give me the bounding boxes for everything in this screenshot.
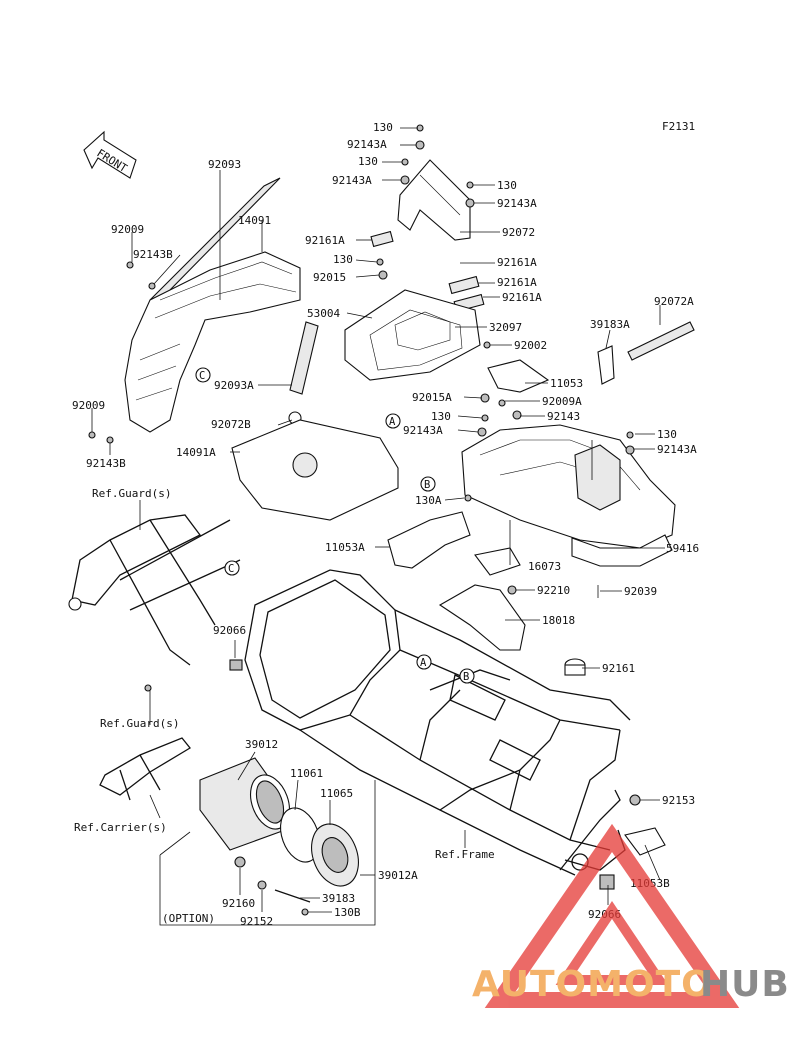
part-label: 39183 <box>322 892 355 905</box>
svg-text:C: C <box>228 563 234 575</box>
part-label: 92072A <box>654 295 694 308</box>
part-label: 92161A <box>497 276 537 289</box>
part-label: 14091A <box>176 446 216 459</box>
part-label: 18018 <box>542 614 575 627</box>
part-label: 92143A <box>497 197 537 210</box>
part-label: 11053A <box>325 541 365 554</box>
part-label: 92002 <box>514 339 547 352</box>
part-label: 92143A <box>657 443 697 456</box>
svg-text:B: B <box>424 479 430 491</box>
part-label: 92153 <box>662 794 695 807</box>
part-label: 92143 <box>547 410 580 423</box>
part-label: 92015 <box>313 271 346 284</box>
watermark-text-2: HUB <box>700 964 790 1005</box>
part-label: 130 <box>358 155 378 168</box>
part-label: 92093 <box>208 158 241 171</box>
marker-b-2: B <box>459 668 475 684</box>
part-label: 92152 <box>240 915 273 928</box>
part-label: 14091 <box>238 214 271 227</box>
part-label: 92143A <box>347 138 387 151</box>
part-label: 92210 <box>537 584 570 597</box>
guard-reference <box>68 514 241 801</box>
part-label: 16073 <box>528 560 561 573</box>
watermark-text-1: AUTOMOTO <box>472 964 713 1005</box>
part-label: 130 <box>657 428 677 441</box>
watermark-logo: AUTOMOTO HUB <box>472 823 790 1008</box>
part-label: 92161A <box>497 256 537 269</box>
rear-tray-assembly <box>387 321 695 651</box>
part-label: 53004 <box>307 307 340 320</box>
part-label: 92072B <box>211 418 251 431</box>
part-label: 92161A <box>305 234 345 247</box>
marker-c-2: C <box>224 560 240 576</box>
part-label: 92143B <box>133 248 173 261</box>
main-frame <box>229 569 666 890</box>
ref-frame: Ref.Frame <box>435 848 495 861</box>
center-bracket-assembly <box>344 124 491 381</box>
option-cylinder-assembly <box>159 757 376 926</box>
part-label: 92009 <box>72 399 105 412</box>
part-label: 130B <box>334 906 361 919</box>
part-label: 92066 <box>213 624 246 637</box>
part-label: 92015A <box>412 391 452 404</box>
part-label: 92039 <box>624 585 657 598</box>
part-label: 92009A <box>542 395 582 408</box>
part-label: 39012A <box>378 869 418 882</box>
part-label: 39012 <box>245 738 278 751</box>
svg-text:A: A <box>389 416 396 428</box>
marker-a-2: A <box>416 654 432 670</box>
ref-carrier: Ref.Carrier(s) <box>74 821 167 834</box>
part-label: 130 <box>497 179 517 192</box>
part-label: 92143B <box>86 457 126 470</box>
part-label: 92143A <box>403 424 443 437</box>
marker-c-1: C <box>195 367 211 383</box>
part-label: 92160 <box>222 897 255 910</box>
ref-guard-upper: Ref.Guard(s) <box>92 487 171 500</box>
part-label: 130 <box>431 410 451 423</box>
svg-text:A: A <box>420 657 427 669</box>
left-side-cover <box>88 177 399 521</box>
part-label: 92161 <box>602 662 635 675</box>
ref-guard-lower: Ref.Guard(s) <box>100 717 179 730</box>
part-label: 59416 <box>666 542 699 555</box>
part-label: 130 <box>373 121 393 134</box>
part-label: 32097 <box>489 321 522 334</box>
part-label: 92009 <box>111 223 144 236</box>
part-label: 11053 <box>550 377 583 390</box>
part-label: 92072 <box>502 226 535 239</box>
part-label: 92161A <box>502 291 542 304</box>
part-label: 92093A <box>214 379 254 392</box>
marker-b-1: B <box>420 476 436 492</box>
part-label: 11065 <box>320 787 353 800</box>
part-label: 39183A <box>590 318 630 331</box>
front-arrow-icon: FRONT <box>83 130 137 179</box>
part-label: 130A <box>415 494 442 507</box>
figure-code: F2131 <box>662 120 695 133</box>
svg-text:C: C <box>199 370 205 382</box>
warning-triangle-icon <box>484 823 740 1008</box>
option-label: (OPTION) <box>162 912 215 925</box>
part-label: 130 <box>333 253 353 266</box>
part-label: 92143A <box>332 174 372 187</box>
part-label: 11061 <box>290 767 323 780</box>
leader-lines <box>91 127 665 913</box>
marker-a-1: A <box>385 413 401 429</box>
svg-text:B: B <box>463 671 469 683</box>
